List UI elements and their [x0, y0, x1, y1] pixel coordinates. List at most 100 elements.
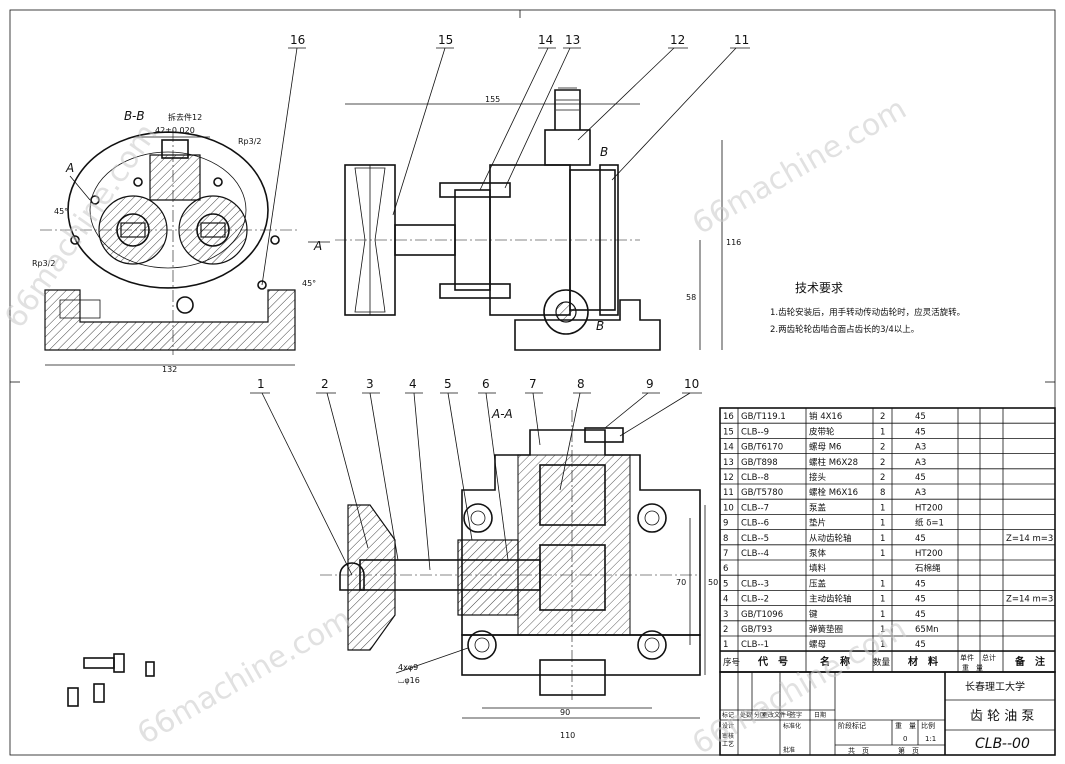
section-b-bottom: B: [596, 319, 604, 333]
bom-hdr-material: 材 料: [908, 655, 938, 668]
rp-label-b: Rp3/2: [32, 259, 56, 268]
bom-cell-name: 垫片: [809, 518, 826, 529]
tech-requirements: 技术要求 1.齿轮安装后，用手转动传动齿轮时，应灵活旋转。 2.两齿轮轮齿啮合面…: [770, 281, 965, 335]
bom-cell-mat: 纸 δ=1: [915, 518, 944, 529]
bom-cell-mat: 45: [915, 640, 926, 650]
bom-cell-no: 16: [723, 412, 734, 422]
bom-cell-no: 1: [723, 640, 728, 650]
bom-cell-qty: 2: [880, 473, 885, 483]
bom-cell-no: 12: [723, 473, 734, 483]
balloon-leaders: [250, 47, 750, 576]
bom-cell-mat: 65Mn: [915, 625, 939, 635]
tb-change-doc: 更改文件号: [762, 711, 792, 719]
tb-zone: 分区: [754, 711, 766, 719]
bom-cell-name: 泵盖: [809, 502, 827, 513]
bom-cell-code: CLB--6: [741, 519, 769, 529]
tb-stage-mark: 阶段标记: [838, 721, 866, 730]
dim-132: 132: [162, 365, 177, 374]
bom-cell-name: 泵体: [809, 548, 827, 559]
bom-cell-name: 键: [809, 609, 818, 620]
bom-cell-code: CLB--3: [741, 579, 769, 589]
tb-drawing-no: CLB--00: [975, 736, 1030, 752]
tb-review: 审核: [722, 732, 734, 740]
bom-cell-mat: A3: [915, 443, 926, 453]
bom-hdr-total: 总计: [982, 653, 996, 662]
bom-cell-name: 从动齿轮轴: [809, 533, 852, 544]
dim-45a: 45°: [54, 207, 68, 216]
bom-hdr-seq: 序号: [723, 657, 740, 668]
bom-cell-code: CLB--1: [741, 640, 769, 650]
dim-45b: 45°: [302, 279, 316, 288]
bom-cell-no: 11: [723, 488, 734, 498]
bom-cell-mat: 45: [915, 610, 926, 620]
section-a-left: A: [65, 161, 74, 175]
bom-cell-qty: 2: [880, 458, 885, 468]
tb-approve: 批准: [783, 746, 795, 754]
title-block: 标记 处数 分区 更改文件号 签字 日期 设计 标准化 审核 工艺 批准 阶段标…: [719, 671, 1056, 756]
balloon-2: 2: [321, 377, 329, 391]
bom-cell-name: 主动齿轮轴: [809, 594, 852, 605]
bom-hdr-code: 代 号: [757, 655, 788, 668]
bom-cell-mat: A3: [915, 458, 926, 468]
balloon-16: 16: [290, 33, 305, 47]
bom-cell-name: 接头: [809, 472, 827, 483]
tb-weight-val: 0: [903, 735, 907, 743]
dim-50: 50: [708, 578, 718, 587]
bom-cell-qty: 2: [880, 412, 885, 422]
bom-cell-code: CLB--5: [741, 534, 769, 544]
balloon-1: 1: [257, 377, 265, 391]
bom-cell-name: 压盖: [809, 578, 827, 589]
balloon-7: 7: [529, 377, 537, 391]
holes-note: 4xφ9: [398, 663, 418, 672]
balloon-4: 4: [409, 377, 417, 391]
balloon-3: 3: [366, 377, 374, 391]
bom-cell-name: 弹簧垫圈: [809, 624, 843, 635]
bom-cell-name: 填料: [809, 563, 827, 574]
bom-cell-qty: 1: [880, 427, 885, 437]
tb-scale: 比例: [921, 721, 935, 730]
balloon-13: 13: [565, 33, 580, 47]
bom-cell-code: CLB--9: [741, 427, 769, 437]
bom-cell-mat: 45: [915, 473, 926, 483]
tb-sheets: 共 页: [848, 746, 869, 755]
bom-cell-qty: 1: [880, 595, 885, 605]
tb-date: 日期: [814, 711, 826, 719]
bb-title: B-B: [124, 109, 145, 123]
bom-cell-no: 15: [723, 427, 734, 437]
bom-cell-mat: HT200: [915, 549, 943, 559]
bom-cell-no: 10: [723, 503, 734, 513]
bom-cell-no: 4: [723, 595, 728, 605]
tb-count: 处数: [740, 711, 752, 719]
rp-label-a: Rp3/2: [238, 137, 262, 146]
bom-cell-no: 5: [723, 579, 728, 589]
front-view: 155 116 58 B B: [335, 87, 741, 351]
bom-cell-code: CLB--4: [741, 549, 769, 559]
bom-cell-no: 3: [723, 610, 728, 620]
bom-cell-qty: 2: [880, 443, 885, 453]
watermark-3: 66machine.com: [132, 601, 358, 752]
tb-mark: 标记: [722, 711, 734, 719]
bom-cell-code: CLB--7: [741, 503, 769, 513]
bom-cell-mat: 45: [915, 412, 926, 422]
balloon-8: 8: [577, 377, 585, 391]
bom-cell-mat: 45: [915, 579, 926, 589]
tb-scale-val: 1:1: [925, 735, 936, 743]
balloon-5: 5: [444, 377, 452, 391]
small-parts: [67, 653, 155, 707]
bom-hdr-weight: 重 量: [962, 664, 983, 672]
bom-cell-code: CLB--2: [741, 595, 769, 605]
bom-hdr-qty: 数量: [873, 657, 891, 668]
bom-cell-no: 6: [723, 564, 728, 574]
tech-req-title: 技术要求: [795, 281, 843, 295]
tech-req-line2: 2.两齿轮轮齿啮合面占齿长的3/4以上。: [770, 324, 919, 335]
balloon-10: 10: [684, 377, 699, 391]
balloon-15: 15: [438, 33, 453, 47]
bom-cell-code: GB/T93: [741, 625, 772, 635]
bom-cell-name: 皮带轮: [809, 426, 835, 437]
bom-cell-code: GB/T1096: [741, 610, 783, 620]
dim-58: 58: [686, 293, 696, 302]
bb-section-view: B-B 拆去件12 132 42±0.020 Rp3/2 Rp3/2: [32, 109, 330, 374]
bom-cell-code: GB/T898: [741, 458, 778, 468]
